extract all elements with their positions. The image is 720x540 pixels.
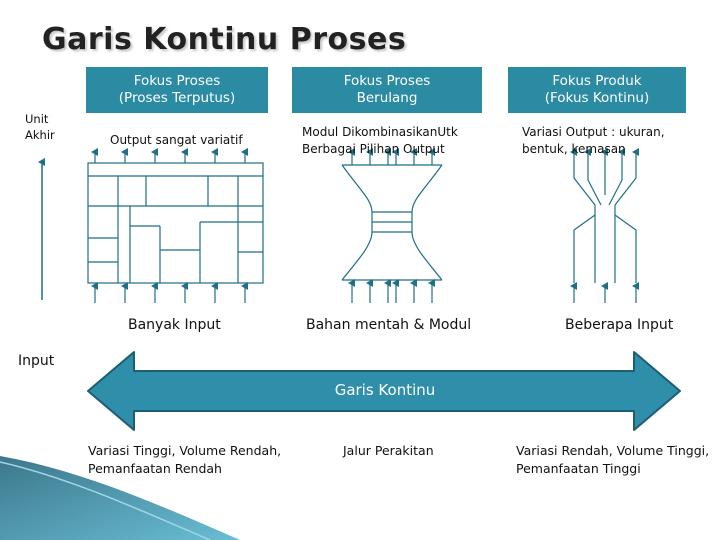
header-repetitive-focus: Fokus Proses Berulang <box>292 67 482 113</box>
page-title: Garis Kontinu Proses <box>42 22 407 57</box>
continuous-flow-diagram <box>573 165 637 283</box>
continuous-input-arrows <box>570 282 639 303</box>
bottom-label-column-3: Variasi Rendah, Volume Tinggi, Pemanfaat… <box>516 443 710 477</box>
bottom-label-column-2: Jalur Perakitan <box>343 443 434 458</box>
output-label-column-3: Variasi Output : ukuran, bentuk, kemasan <box>522 125 665 156</box>
continuum-arrow-label: Garis Kontinu <box>334 381 436 399</box>
input-label-column-2: Bahan mentah & Modul <box>306 317 472 333</box>
job-shop-output-arrows <box>91 148 248 163</box>
repetitive-output-arrows <box>348 148 435 165</box>
header-product-focus-continuous: Fokus Produk (Fokus Kontinu) <box>508 67 686 113</box>
job-shop-input-arrows <box>91 282 248 303</box>
header-process-focus-intermittent: Fokus Proses (Proses Terputus) <box>86 67 268 113</box>
decorative-swoosh-line <box>0 461 211 540</box>
continuous-output-arrows <box>570 148 639 165</box>
input-label-column-1: Banyak Input <box>128 317 221 333</box>
output-label-column-1: Output sangat variatif <box>110 133 243 147</box>
axis-label-input: Input <box>18 353 55 369</box>
output-label-column-2: Modul DikombinasikanUtk Berbagai Pilihan… <box>302 125 458 156</box>
repetitive-hourglass-diagram <box>341 164 443 281</box>
repetitive-input-arrows <box>348 279 435 303</box>
axis-label-end-unit: Unit Akhir <box>25 112 55 142</box>
input-label-column-3: Beberapa Input <box>565 317 674 333</box>
bottom-label-column-1: Variasi Tinggi, Volume Rendah, Pemanfaat… <box>88 443 282 477</box>
decorative-swoosh <box>0 456 240 540</box>
continuum-double-arrow <box>87 351 681 431</box>
job-shop-grid-diagram <box>87 162 264 284</box>
